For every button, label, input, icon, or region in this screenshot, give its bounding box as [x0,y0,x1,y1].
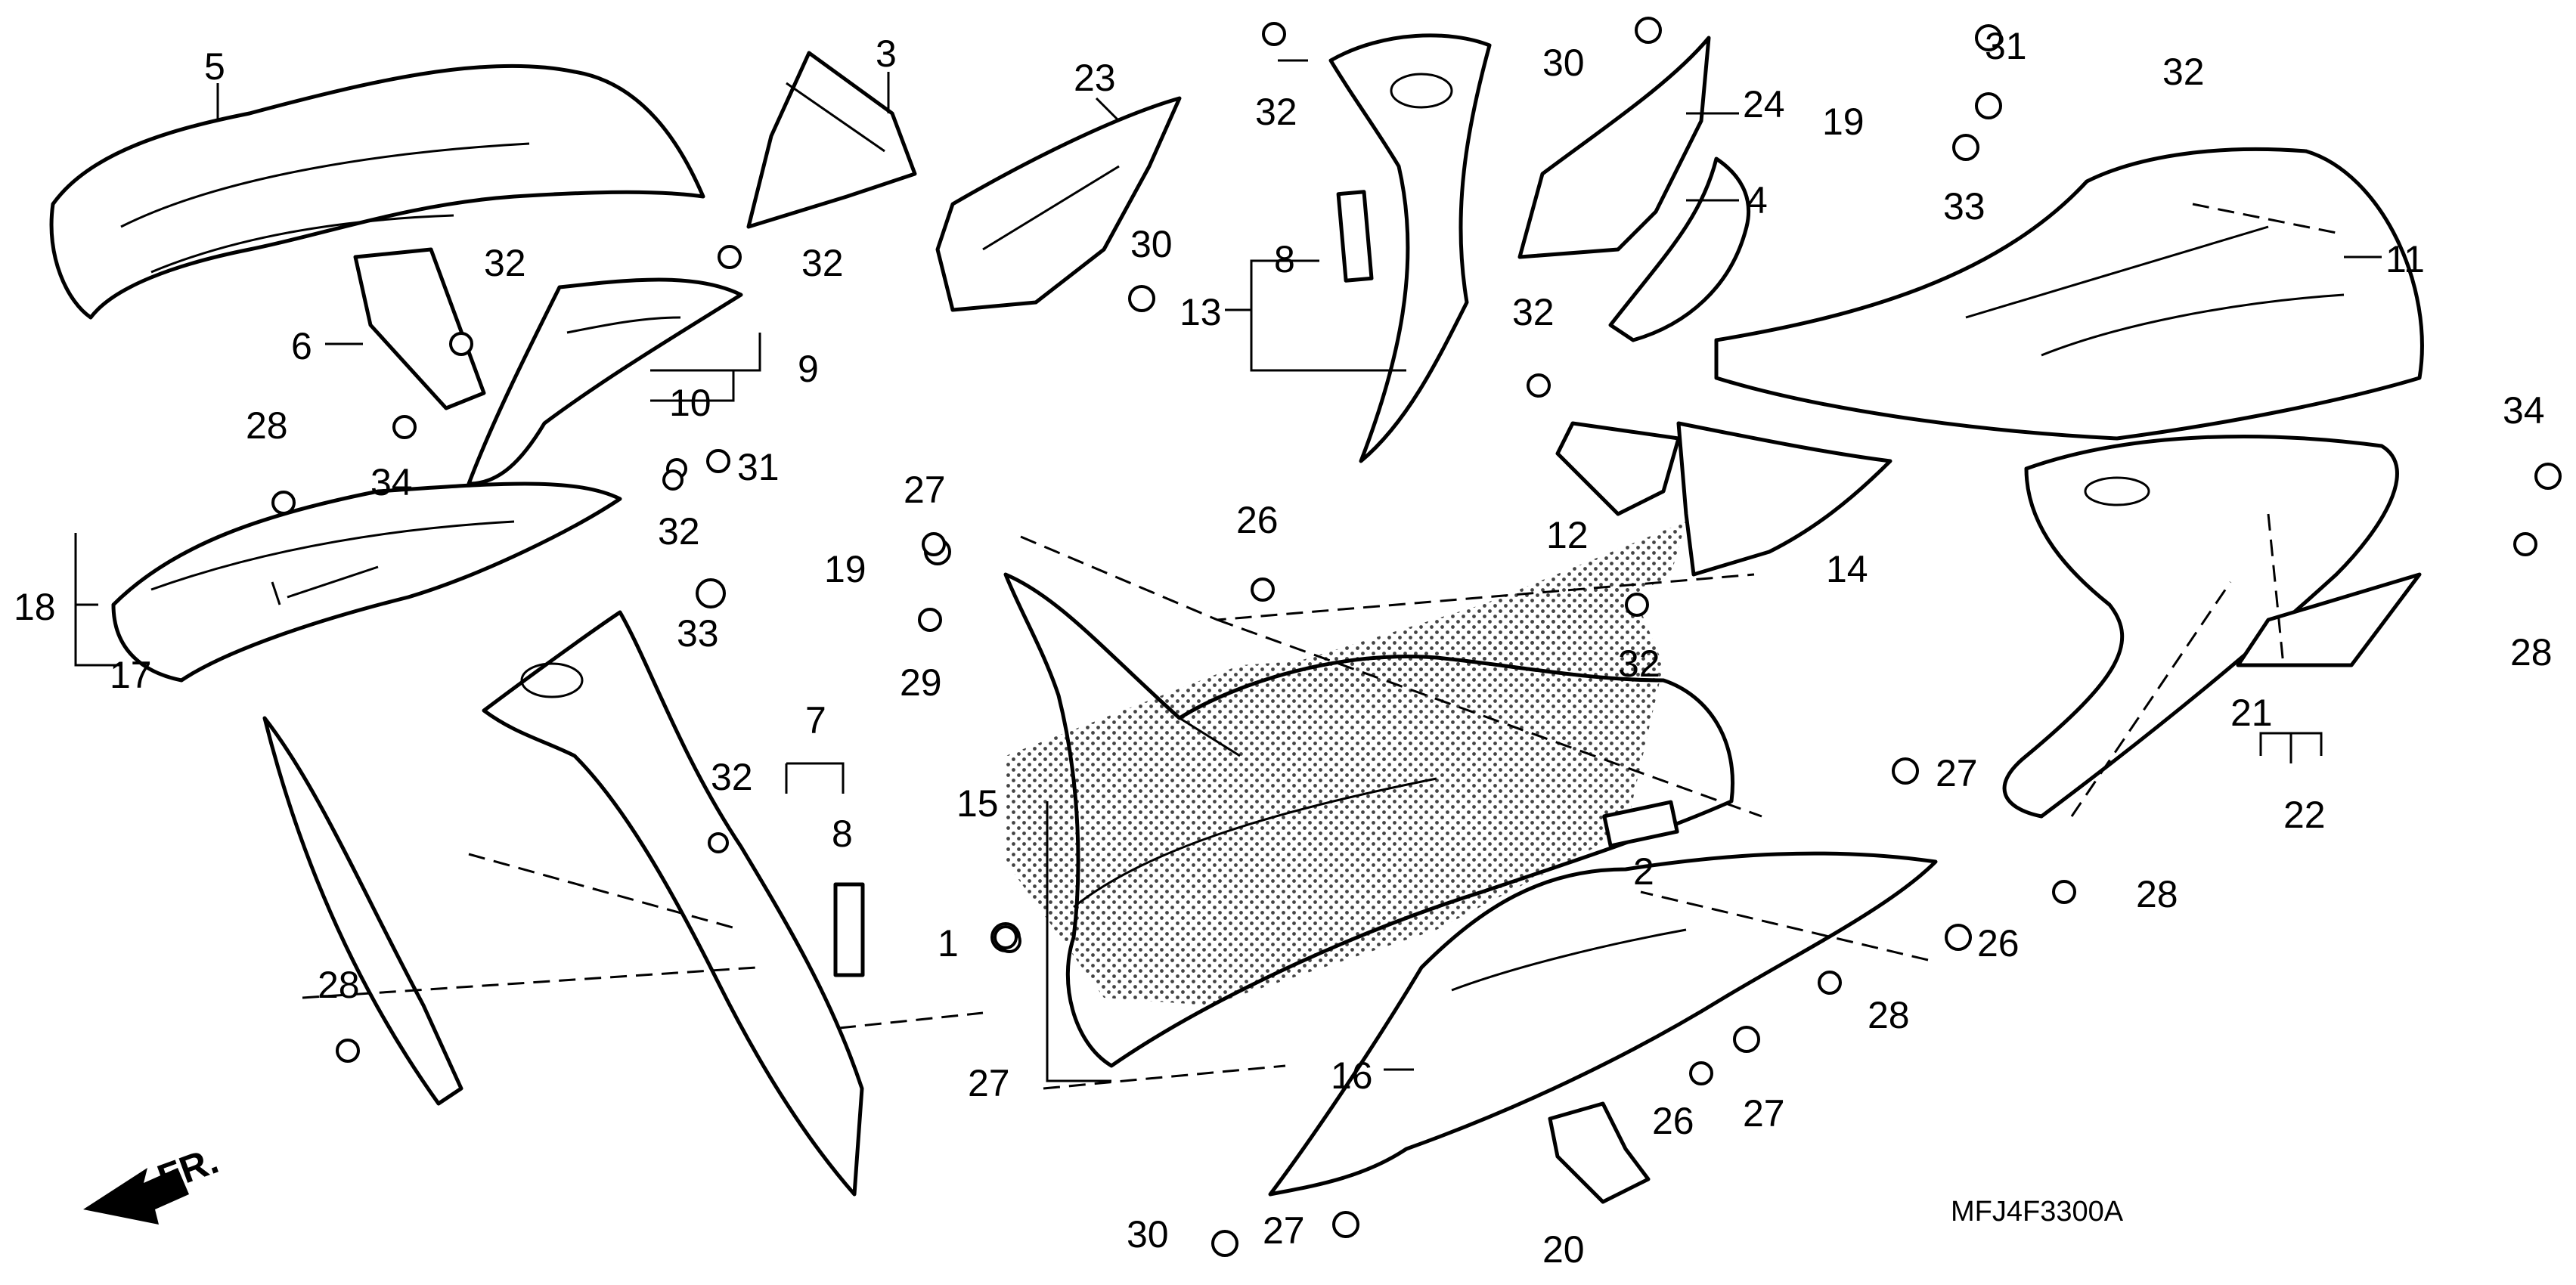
panel-part-24 [1517,36,1711,259]
side-cowl-right-part-21 [2002,435,2422,819]
part-label-6: 6 [291,325,312,367]
bracket-part-20 [1548,1101,1651,1204]
seal-part-2 [1602,800,1679,848]
part-label-18: 18 [14,586,56,628]
seal-strip-part-8b [833,882,865,977]
part-label-32: 32 [801,242,844,284]
frame-part-13 [1328,33,1492,463]
part-label-11: 11 [2385,238,2425,280]
part-label-33: 33 [677,612,719,655]
front-direction-label: FR. [152,1139,224,1200]
part-label-31: 31 [737,446,780,488]
part-label-30: 30 [1130,223,1173,265]
part-label-13: 13 [1180,291,1222,333]
part-label-32: 32 [711,756,753,798]
part-label-32: 32 [1618,642,1660,685]
part-label-31: 31 [1985,25,2027,67]
part-label-32: 32 [658,510,700,553]
part-label-19: 19 [824,548,866,590]
bracket-part-9-10 [467,277,743,486]
part-label-10: 10 [669,382,711,424]
part-label-21: 21 [2230,692,2273,734]
part-label-2: 2 [1633,850,1654,893]
part-number-labels: 5 3 23 32 30 24 31 32 19 4 33 32 32 6 30… [14,25,2553,1271]
part-label-12: 12 [1546,514,1589,556]
part-label-28: 28 [1868,994,1910,1036]
part-label-24: 24 [1743,83,1785,125]
bracket-part-6 [353,247,486,410]
part-label-26: 26 [1236,499,1279,541]
part-label-27: 27 [968,1062,1010,1104]
side-cowl-left-part-18 [111,481,622,683]
part-label-23: 23 [1074,57,1116,99]
part-label-4: 4 [1747,179,1768,221]
part-label-28: 28 [318,964,360,1006]
part-label-28: 28 [246,404,288,447]
lead-lines [74,59,2382,1082]
part-label-28: 28 [2510,631,2553,673]
fasteners [271,17,2562,1257]
part-label-34: 34 [370,461,413,503]
part-label-1: 1 [938,922,959,965]
inner-panel-part-7 [262,610,864,1197]
part-label-26: 26 [1652,1100,1694,1142]
part-label-8: 8 [832,813,853,855]
cowl-upper-left-part-5 [49,63,705,320]
part-label-27: 27 [1936,752,1978,794]
part-label-17: 17 [110,654,152,696]
bracket-part-12 [1555,421,1681,516]
panel-part-23 [935,96,1182,312]
panel-part-14 [1676,421,1892,577]
part-label-32: 32 [1512,291,1555,333]
cowl-upper-right-part-11 [1714,147,2424,441]
part-label-8: 8 [1274,238,1295,280]
part-label-14: 14 [1826,548,1868,590]
part-label-20: 20 [1542,1228,1585,1271]
part-label-9: 9 [798,348,819,390]
part-label-32: 32 [2162,51,2205,93]
part-label-30: 30 [1542,42,1585,84]
panel-part-4 [1608,156,1751,342]
part-label-32: 32 [1255,91,1297,133]
diagram-code: MFJ4F3300A [1951,1196,2124,1228]
part-label-19: 19 [1822,101,1865,143]
part-label-15: 15 [956,782,999,825]
part-label-29: 29 [900,661,942,704]
part-label-16: 16 [1331,1054,1373,1097]
part-label-3: 3 [876,33,897,75]
shading-undercowl [1006,574,1663,1005]
part-label-22: 22 [2283,794,2326,836]
front-direction-arrow-icon [83,1168,189,1225]
duct-part-3 [746,51,917,229]
part-label-27: 27 [904,469,946,511]
reference-lines [302,203,2345,1090]
part-label-27: 27 [1743,1092,1785,1135]
part-label-26: 26 [1977,922,2020,965]
part-label-32: 32 [484,242,526,284]
part-label-30: 30 [1127,1213,1169,1256]
part-label-34: 34 [2503,389,2545,432]
part-label-27: 27 [1263,1209,1305,1252]
under-cowl-part-15 [1003,572,1734,1068]
part-label-5: 5 [204,45,225,88]
belly-pan-part-16 [1268,851,1938,1197]
part-label-28: 28 [2136,873,2178,915]
part-label-7: 7 [805,699,826,742]
shading-upper [1285,522,1686,695]
part-label-33: 33 [1943,185,1985,228]
